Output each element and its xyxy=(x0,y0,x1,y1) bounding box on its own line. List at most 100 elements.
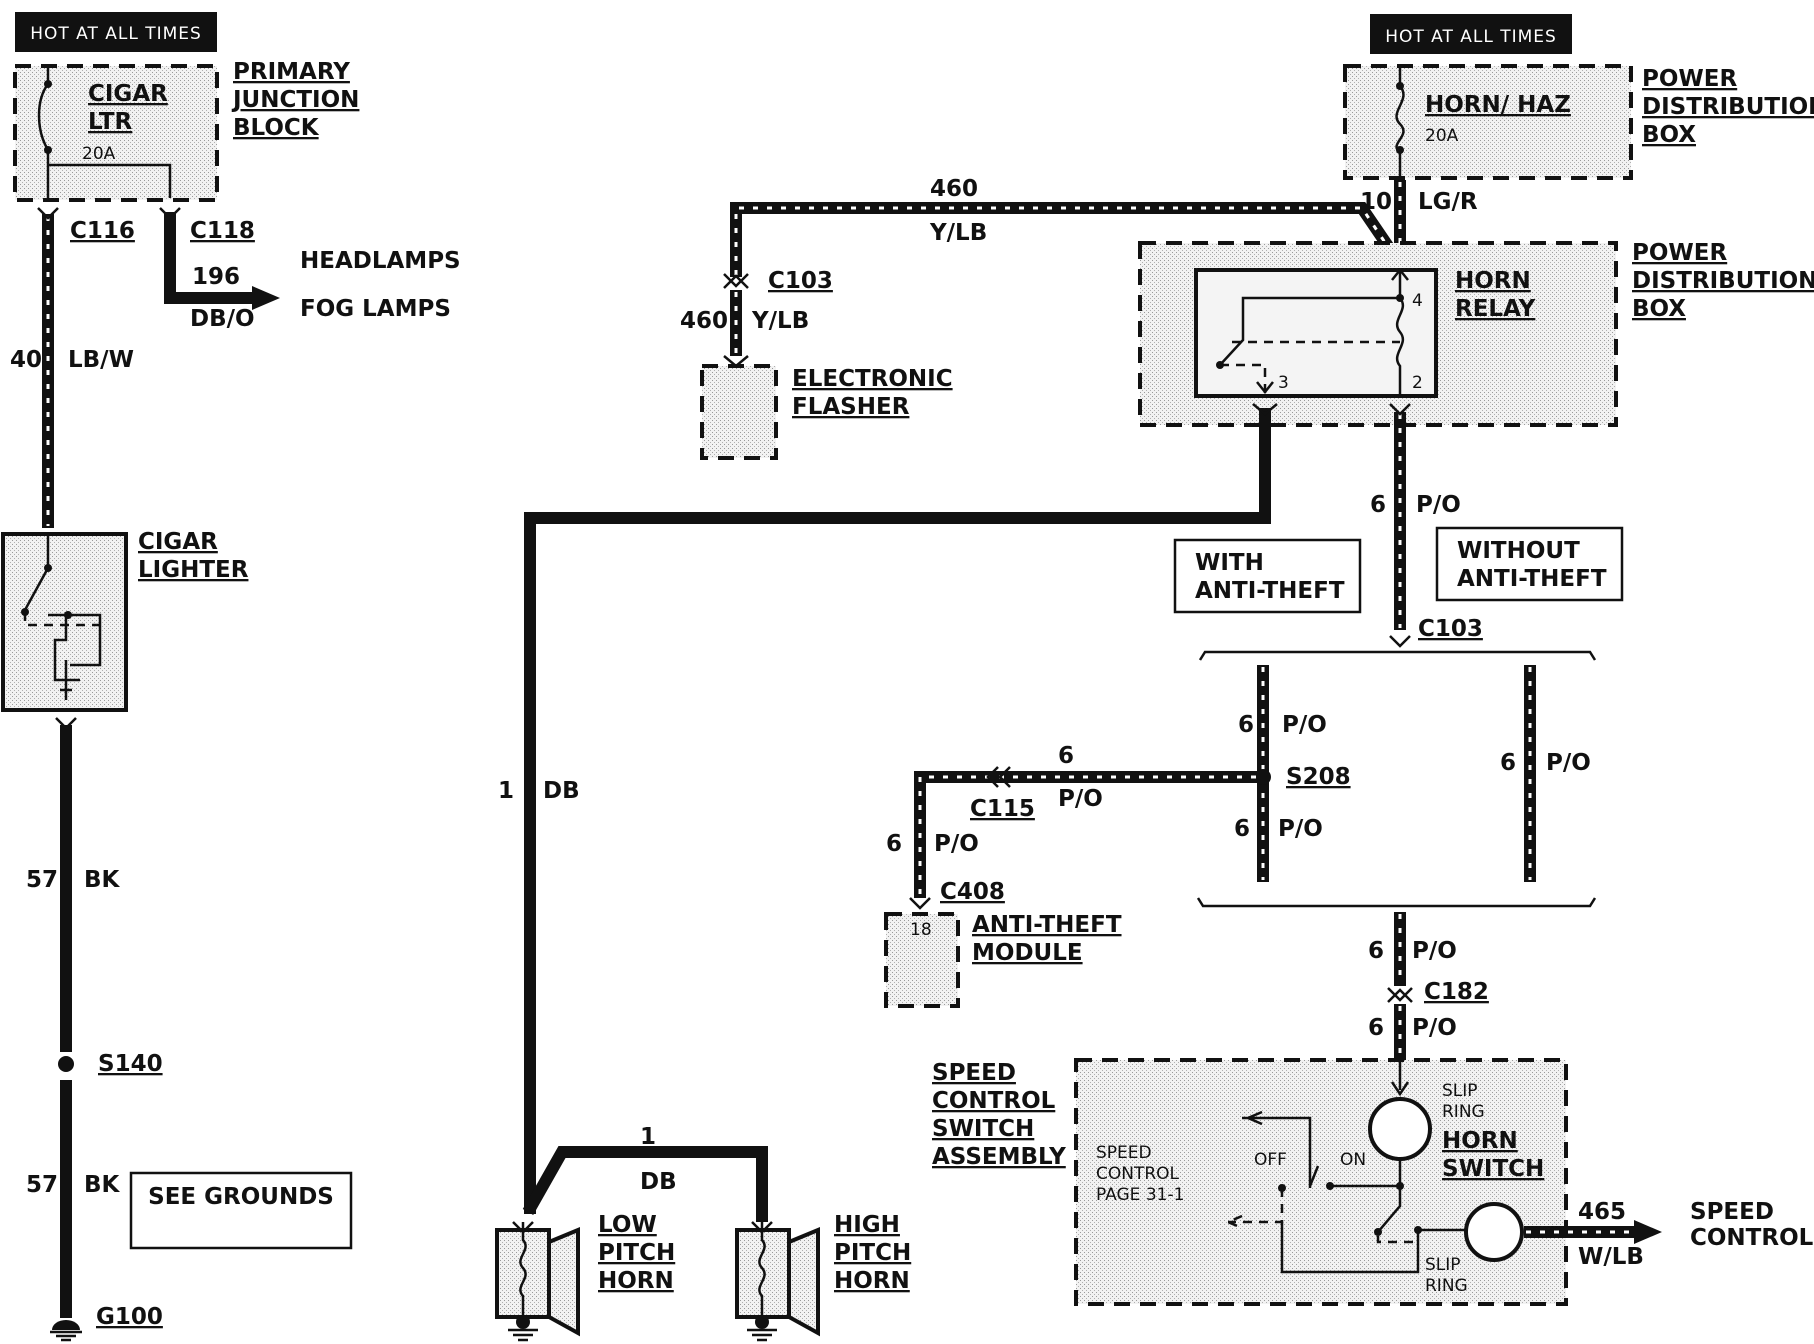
slip-ring-bottom xyxy=(1464,1202,1524,1262)
high-pitch-horn-label-3: HORN xyxy=(834,1268,910,1294)
slip-ring-top-label-1: SLIP xyxy=(1442,1081,1478,1101)
slip-ring-top xyxy=(1368,1097,1432,1161)
wire-6-left-circuit: 6 xyxy=(886,831,902,857)
wire-57b-color: BK xyxy=(84,1172,121,1198)
without-anti-theft-box xyxy=(1435,526,1624,602)
wire-6-mid-lower-color: P/O xyxy=(1278,816,1323,842)
low-pitch-horn-label-3: HORN xyxy=(598,1268,674,1294)
horn-switch-blade xyxy=(1377,1186,1402,1233)
wire-465-circuit: 465 xyxy=(1578,1199,1626,1225)
connector-c116: C116 xyxy=(70,218,135,244)
power-dist-relay-label-1: POWER xyxy=(1632,240,1727,266)
without-anti-theft-label-2: ANTI-THEFT xyxy=(1457,566,1607,592)
option-bracket-bottom xyxy=(1196,897,1597,908)
without-anti-theft-label-1: WITHOUT xyxy=(1457,538,1580,564)
wire-40-circuit: 40 xyxy=(10,347,42,373)
connector-c115: C115 xyxy=(970,796,1035,822)
horn-haz-rating: 20A xyxy=(1425,126,1459,146)
connector-c116-symbol xyxy=(37,207,59,220)
power-dist-top-label-2: DISTRIBUTION xyxy=(1642,94,1814,120)
high-pitch-horn-label-2: PITCH xyxy=(834,1240,911,1266)
connector-c118-symbol xyxy=(159,207,181,220)
relay-armature xyxy=(1220,340,1400,396)
hot-at-all-times-banner-left xyxy=(15,12,217,52)
wire-6-right-circuit: 6 xyxy=(1500,750,1516,776)
wire-40-color: LB/W xyxy=(68,347,134,373)
banner-left-text: HOT AT ALL TIMES xyxy=(30,24,202,44)
horn-feed-arrow xyxy=(1390,1062,1410,1097)
primary-junction-block-label-3: BLOCK xyxy=(233,115,320,141)
primary-junction-block-label-2: JUNCTION xyxy=(231,87,359,113)
flasher-connector xyxy=(723,355,749,368)
speed-control-switch-label-2: CONTROL xyxy=(932,1088,1056,1114)
horn-relay-box xyxy=(1194,268,1438,398)
wire-1-horns-circuit: 1 xyxy=(640,1124,656,1150)
wire-460-low-circuit: 460 xyxy=(680,308,728,334)
horn-switch-contact-1 xyxy=(1374,1228,1382,1236)
speed-control-switch-label-4: ASSEMBLY xyxy=(932,1144,1066,1170)
wire-6-relay-circuit: 6 xyxy=(1370,492,1386,518)
power-dist-top-label-1: POWER xyxy=(1642,66,1737,92)
low-pitch-horn-ground-lines xyxy=(508,1328,538,1342)
relay-pin2-connector xyxy=(1389,403,1411,416)
horn-output-circuit: 1 DB 1 DB LOW PITCH HORN HIGH PITCH HORN xyxy=(495,403,1278,1342)
wire-6-c115-color: P/O xyxy=(1058,786,1103,812)
relay-pin3-arrow xyxy=(1256,381,1274,395)
horn-relay-label-2: RELAY xyxy=(1455,296,1536,322)
connector-c115-symbol xyxy=(986,766,1011,788)
ground-g100-lines xyxy=(50,1330,82,1342)
low-pitch-horn-bell xyxy=(547,1227,580,1337)
low-pitch-horn-label-1: LOW xyxy=(598,1212,657,1238)
wire-57a-circuit: 57 xyxy=(26,867,58,893)
wire-6-c182-down-color: P/O xyxy=(1412,1015,1457,1041)
connector-c103-top-symbol xyxy=(723,273,749,289)
wire-6-po-c115-stripe xyxy=(918,775,1256,896)
wire-6-mid-lower-circuit: 6 xyxy=(1234,816,1250,842)
cigar-ltr-label-2: LTR xyxy=(88,109,133,135)
banner-right-text: HOT AT ALL TIMES xyxy=(1385,27,1557,47)
electronic-flasher-label-1: ELECTRONIC xyxy=(792,366,953,392)
horn-switch-label-2: SWITCH xyxy=(1442,1156,1544,1182)
wire-196-circuit: 196 xyxy=(192,264,240,290)
high-pitch-horn-label-1: HIGH xyxy=(834,1212,900,1238)
horn-haz-fuse-symbol xyxy=(1395,68,1405,178)
low-pitch-horn-connector xyxy=(512,1221,534,1234)
wire-57a-color: BK xyxy=(84,867,121,893)
power-distribution-box-top xyxy=(1343,64,1633,180)
high-pitch-horn-bell xyxy=(787,1227,820,1337)
wire-196-dbo xyxy=(164,212,255,304)
speed-control-switch-assembly: SPEED CONTROL SWITCH ASSEMBLY SLIP RING … xyxy=(932,1058,1814,1306)
lighter-contact-3 xyxy=(64,611,72,619)
wire-6-mid-upper-color: P/O xyxy=(1282,712,1327,738)
lighter-dash xyxy=(23,612,100,627)
power-dist-top-label-3: BOX xyxy=(1642,122,1696,148)
speed-control-ref-3: PAGE 31-1 xyxy=(1096,1185,1184,1205)
wire-1-db-horns xyxy=(522,1146,768,1222)
fog-lamps-label: FOG LAMPS xyxy=(300,296,451,322)
horn-relay-label-1: HORN xyxy=(1455,268,1531,294)
relay-pin3-connector xyxy=(1252,403,1278,416)
switch-off-label: OFF xyxy=(1254,1150,1287,1170)
high-pitch-horn-ground xyxy=(755,1315,769,1329)
arrow-to-speed-control xyxy=(1634,1220,1662,1244)
speed-control-top-line xyxy=(1242,1110,1312,1188)
anti-theft-module-label-1: ANTI-THEFT xyxy=(972,912,1122,938)
anti-theft-pin: 18 xyxy=(910,920,932,940)
option-bracket-top xyxy=(1198,650,1597,661)
wire-1-horns-color: DB xyxy=(640,1169,677,1195)
relay-pin-4: 4 xyxy=(1412,291,1423,311)
horn-haz-terminal-top xyxy=(1396,82,1404,90)
anti-theft-module xyxy=(884,912,960,1008)
horn-haz-label: HORN/ HAZ xyxy=(1425,92,1571,118)
low-pitch-horn-label-2: PITCH xyxy=(598,1240,675,1266)
splice-s140-label: S140 xyxy=(98,1051,163,1077)
horn-power-circuit: HOT AT ALL TIMES HORN/ HAZ 20A POWER DIS… xyxy=(680,14,1814,460)
slip-ring-bottom-label-2: RING xyxy=(1425,1276,1468,1296)
relay-pin-2: 2 xyxy=(1412,373,1423,393)
wire-6-relay-color: P/O xyxy=(1416,492,1461,518)
low-pitch-horn-ground xyxy=(516,1315,530,1329)
wire-196-color: DB/O xyxy=(190,306,255,332)
horn-switch-circuit: 6 P/O WITH ANTI-THEFT WITHOUT ANTI-THEFT… xyxy=(884,403,1624,1060)
wire-460-top-color: Y/LB xyxy=(929,220,987,246)
cigar-ltr-rating: 20A xyxy=(82,144,116,164)
